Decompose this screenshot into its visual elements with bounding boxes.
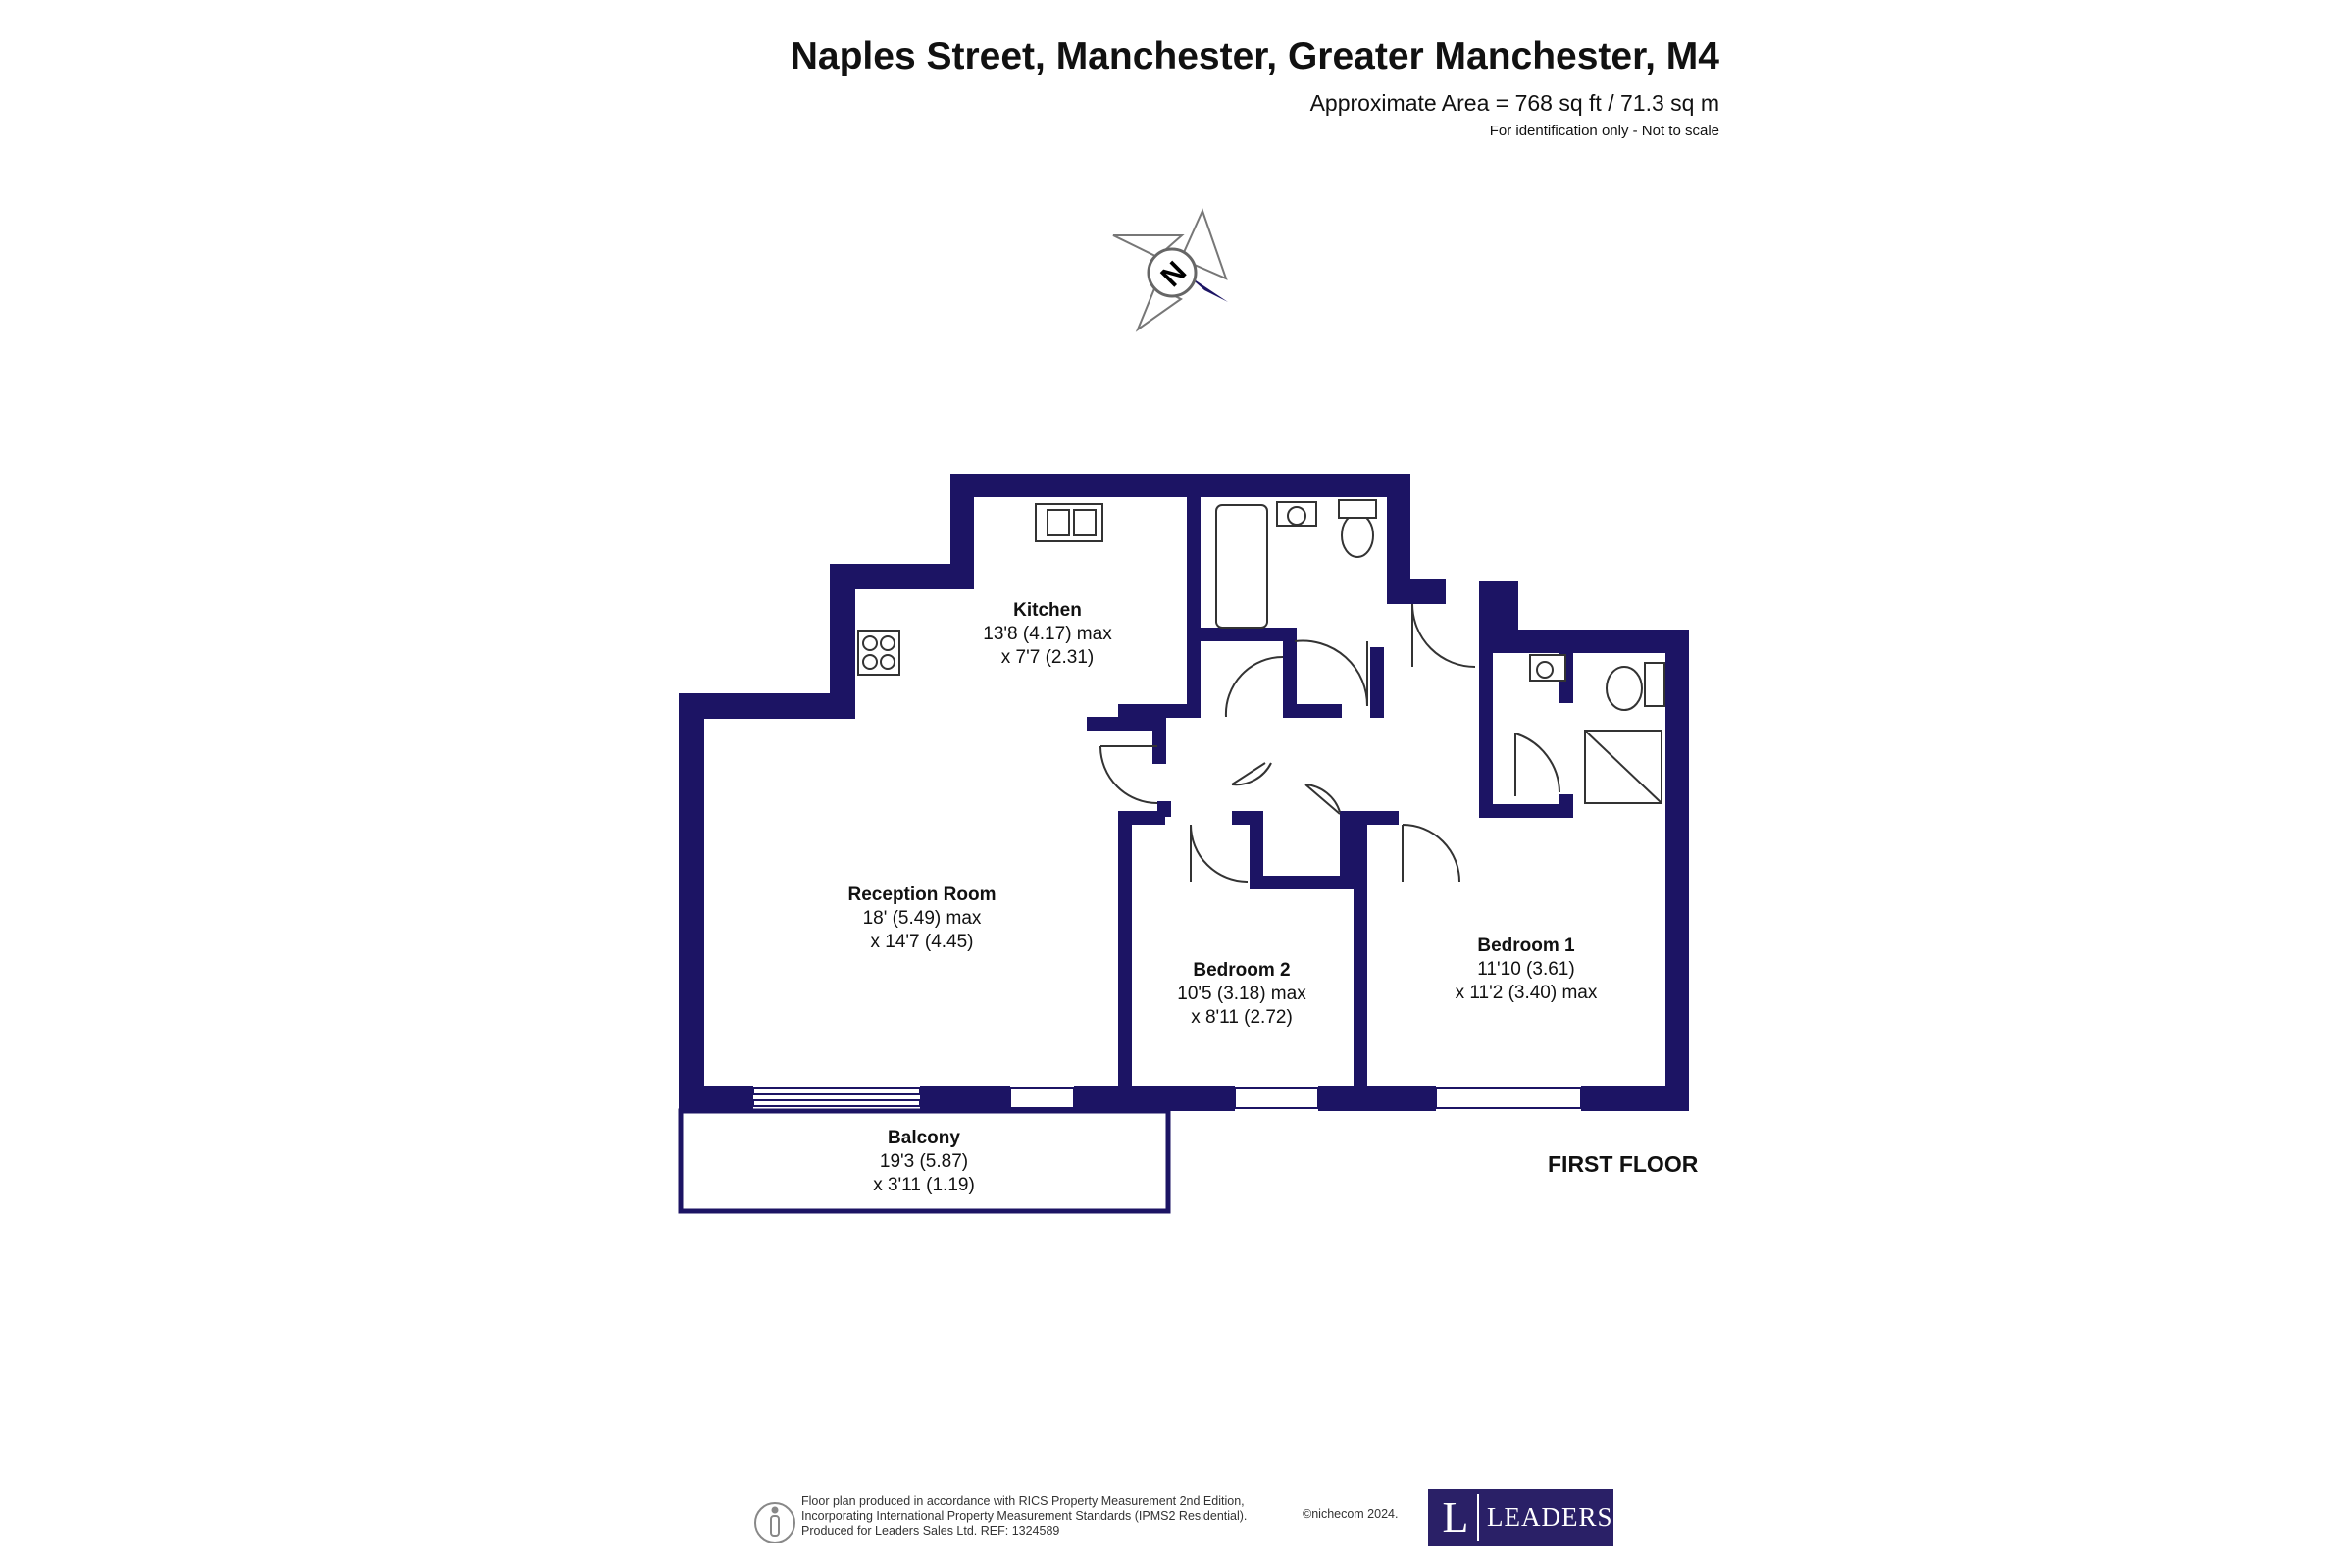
page-title: Naples Street, Manchester, Greater Manch… [790, 35, 1719, 77]
kitchen-name: Kitchen [1013, 600, 1082, 621]
bedroom2-dim1: 10'5 (3.18) max [1177, 984, 1306, 1004]
compass-icon: N [1112, 208, 1228, 332]
approximate-area: Approximate Area = 768 sq ft / 71.3 sq m [1309, 90, 1719, 116]
bedroom2-dim2: x 8'11 (2.72) [1191, 1007, 1293, 1028]
balcony-dim2: x 3'11 (1.19) [873, 1175, 975, 1195]
bedroom2-name: Bedroom 2 [1193, 960, 1290, 981]
footer-line-2: Incorporating International Property Mea… [801, 1509, 1248, 1523]
leaders-logo: L LEADERS [1428, 1489, 1613, 1546]
bedroom1-name: Bedroom 1 [1477, 936, 1575, 956]
fixtures [857, 499, 1665, 804]
kitchen-dim2: x 7'7 (2.31) [1001, 647, 1094, 668]
bathtub-icon [1215, 504, 1268, 629]
logo-word: LEADERS [1487, 1502, 1613, 1532]
ensuite-toilet-icon [1606, 666, 1643, 711]
reception-dim1: 18' (5.49) max [863, 908, 982, 929]
reception-name: Reception Room [848, 885, 997, 905]
hob-icon [857, 630, 900, 676]
footer-text: Floor plan produced in accordance with R… [801, 1494, 1247, 1539]
balcony-name: Balcony [888, 1128, 960, 1148]
floor-label: FIRST FLOOR [1548, 1151, 1699, 1177]
door-swings [1099, 603, 1560, 883]
footer-line-3: Produced for Leaders Sales Ltd. REF: 132… [801, 1524, 1060, 1538]
scale-note: For identification only - Not to scale [1489, 123, 1719, 139]
logo-mark: L [1434, 1493, 1479, 1542]
room-labels: Kitchen 13'8 (4.17) max x 7'7 (2.31) Rec… [848, 600, 1598, 1195]
bedroom1-dim1: 11'10 (3.61) [1477, 959, 1574, 980]
walls [679, 474, 1689, 1111]
balcony-dim1: 19'3 (5.87) [880, 1151, 968, 1172]
copyright: ©nichecom 2024. [1303, 1507, 1399, 1521]
footer-line-1: Floor plan produced in accordance with R… [801, 1494, 1245, 1508]
kitchen-dim1: 13'8 (4.17) max [983, 624, 1112, 644]
bedroom1-dim2: x 11'2 (3.40) max [1456, 983, 1598, 1003]
balcony-outline [678, 1108, 1171, 1214]
person-icon [754, 1502, 795, 1543]
reception-dim2: x 14'7 (4.45) [870, 932, 973, 952]
toilet-icon [1341, 513, 1374, 558]
windows [752, 1087, 1582, 1109]
